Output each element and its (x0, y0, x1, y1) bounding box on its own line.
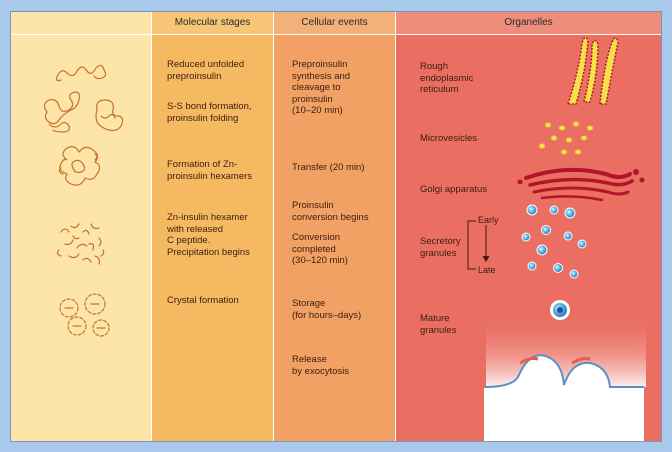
exocytosis-arrows-icon (519, 357, 591, 416)
zn-proinsulin-hexamer (58, 146, 101, 186)
cell-membrane-icon (484, 355, 644, 441)
label-rough-er: Rough endoplasmic reticulum (420, 61, 474, 95)
event-release: Release by exocytosis (292, 354, 350, 377)
mature-granule-icon (550, 300, 570, 320)
stage-reduced-unfolded: Reduced unfolded preproinsulin (167, 59, 245, 82)
microvesicles-icon (538, 121, 594, 155)
label-golgi-apparatus: Golgi apparatus (420, 184, 488, 195)
cellular-events-header: Cellular events (274, 12, 395, 35)
event-storage: Storage (for hours–days) (292, 298, 362, 321)
insulin-crystals (59, 293, 110, 337)
label-late: Late (478, 265, 496, 275)
stage-zn-proinsulin-hexamers: Formation of Zn- proinsulin hexamers (167, 159, 253, 182)
stage-crystal-formation: Crystal formation (167, 295, 239, 306)
stage-ss-bond-formation: S-S bond formation, proinsulin folding (167, 101, 252, 124)
event-synthesis: Preproinsulin synthesis and cleavage to … (292, 59, 351, 116)
cellular-events-column: Cellular events Preproinsulin synthesis … (273, 12, 395, 441)
event-conversion-completed: Conversion completed (30–120 min) (292, 232, 348, 266)
event-conversion-begins: Proinsulin conversion begins (292, 200, 369, 223)
rough-er-icon (566, 37, 619, 105)
molecular-stages-header: Molecular stages (152, 12, 273, 35)
membrane-fade (486, 317, 646, 387)
event-transfer: Transfer (20 min) (292, 162, 365, 173)
unfolded-chain (55, 64, 107, 82)
molecular-stages-column: Molecular stages Reduced unfolded prepro… (151, 12, 273, 441)
folded-proinsulin (43, 91, 124, 133)
diagram-frame: Molecular stages Reduced unfolded prepro… (10, 11, 662, 442)
molecule-illustrations (43, 64, 124, 337)
label-mature-granules: Mature granules (420, 313, 457, 336)
label-early: Early (478, 215, 499, 225)
label-microvesicles: Microvesicles (420, 133, 478, 144)
organelles-header: Organelles (396, 12, 661, 35)
label-secretory-granules: Secretory granules (420, 236, 461, 259)
organelle-illustrations (467, 37, 646, 441)
organelles-column: Organelles Rough endoplasmic reticulum M… (395, 12, 661, 441)
zn-insulin-hexamer-scatter (56, 223, 105, 265)
molecule-column-header (11, 12, 151, 35)
stage-zn-insulin-hexamer: Zn-insulin hexamer with released C pepti… (167, 212, 250, 258)
golgi-apparatus-icon (517, 167, 645, 202)
early-to-late-arrow (467, 220, 490, 270)
molecule-illustration-column (11, 12, 151, 441)
secretory-granules-icon (521, 204, 587, 279)
